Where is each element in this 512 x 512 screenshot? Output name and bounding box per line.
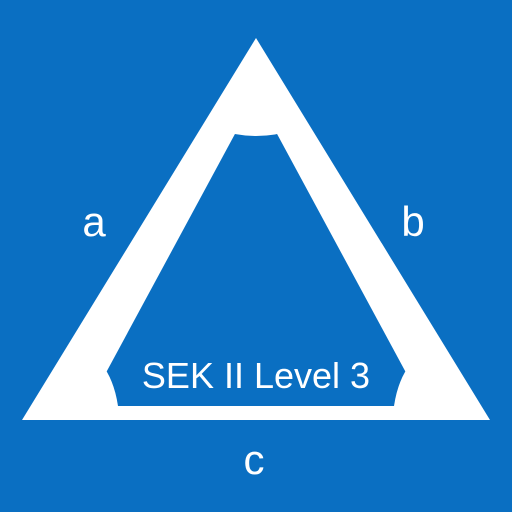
bottom-left-angle-marker: [44, 350, 118, 406]
top-angle-marker: [216, 58, 296, 136]
side-label-b: b: [401, 198, 424, 245]
side-label-c: c: [244, 436, 265, 483]
side-label-a: a: [82, 198, 106, 245]
inner-triangle-shape: [88, 95, 424, 406]
bottom-right-angle-marker: [394, 350, 468, 406]
caption-text: SEK II Level 3: [142, 355, 370, 396]
